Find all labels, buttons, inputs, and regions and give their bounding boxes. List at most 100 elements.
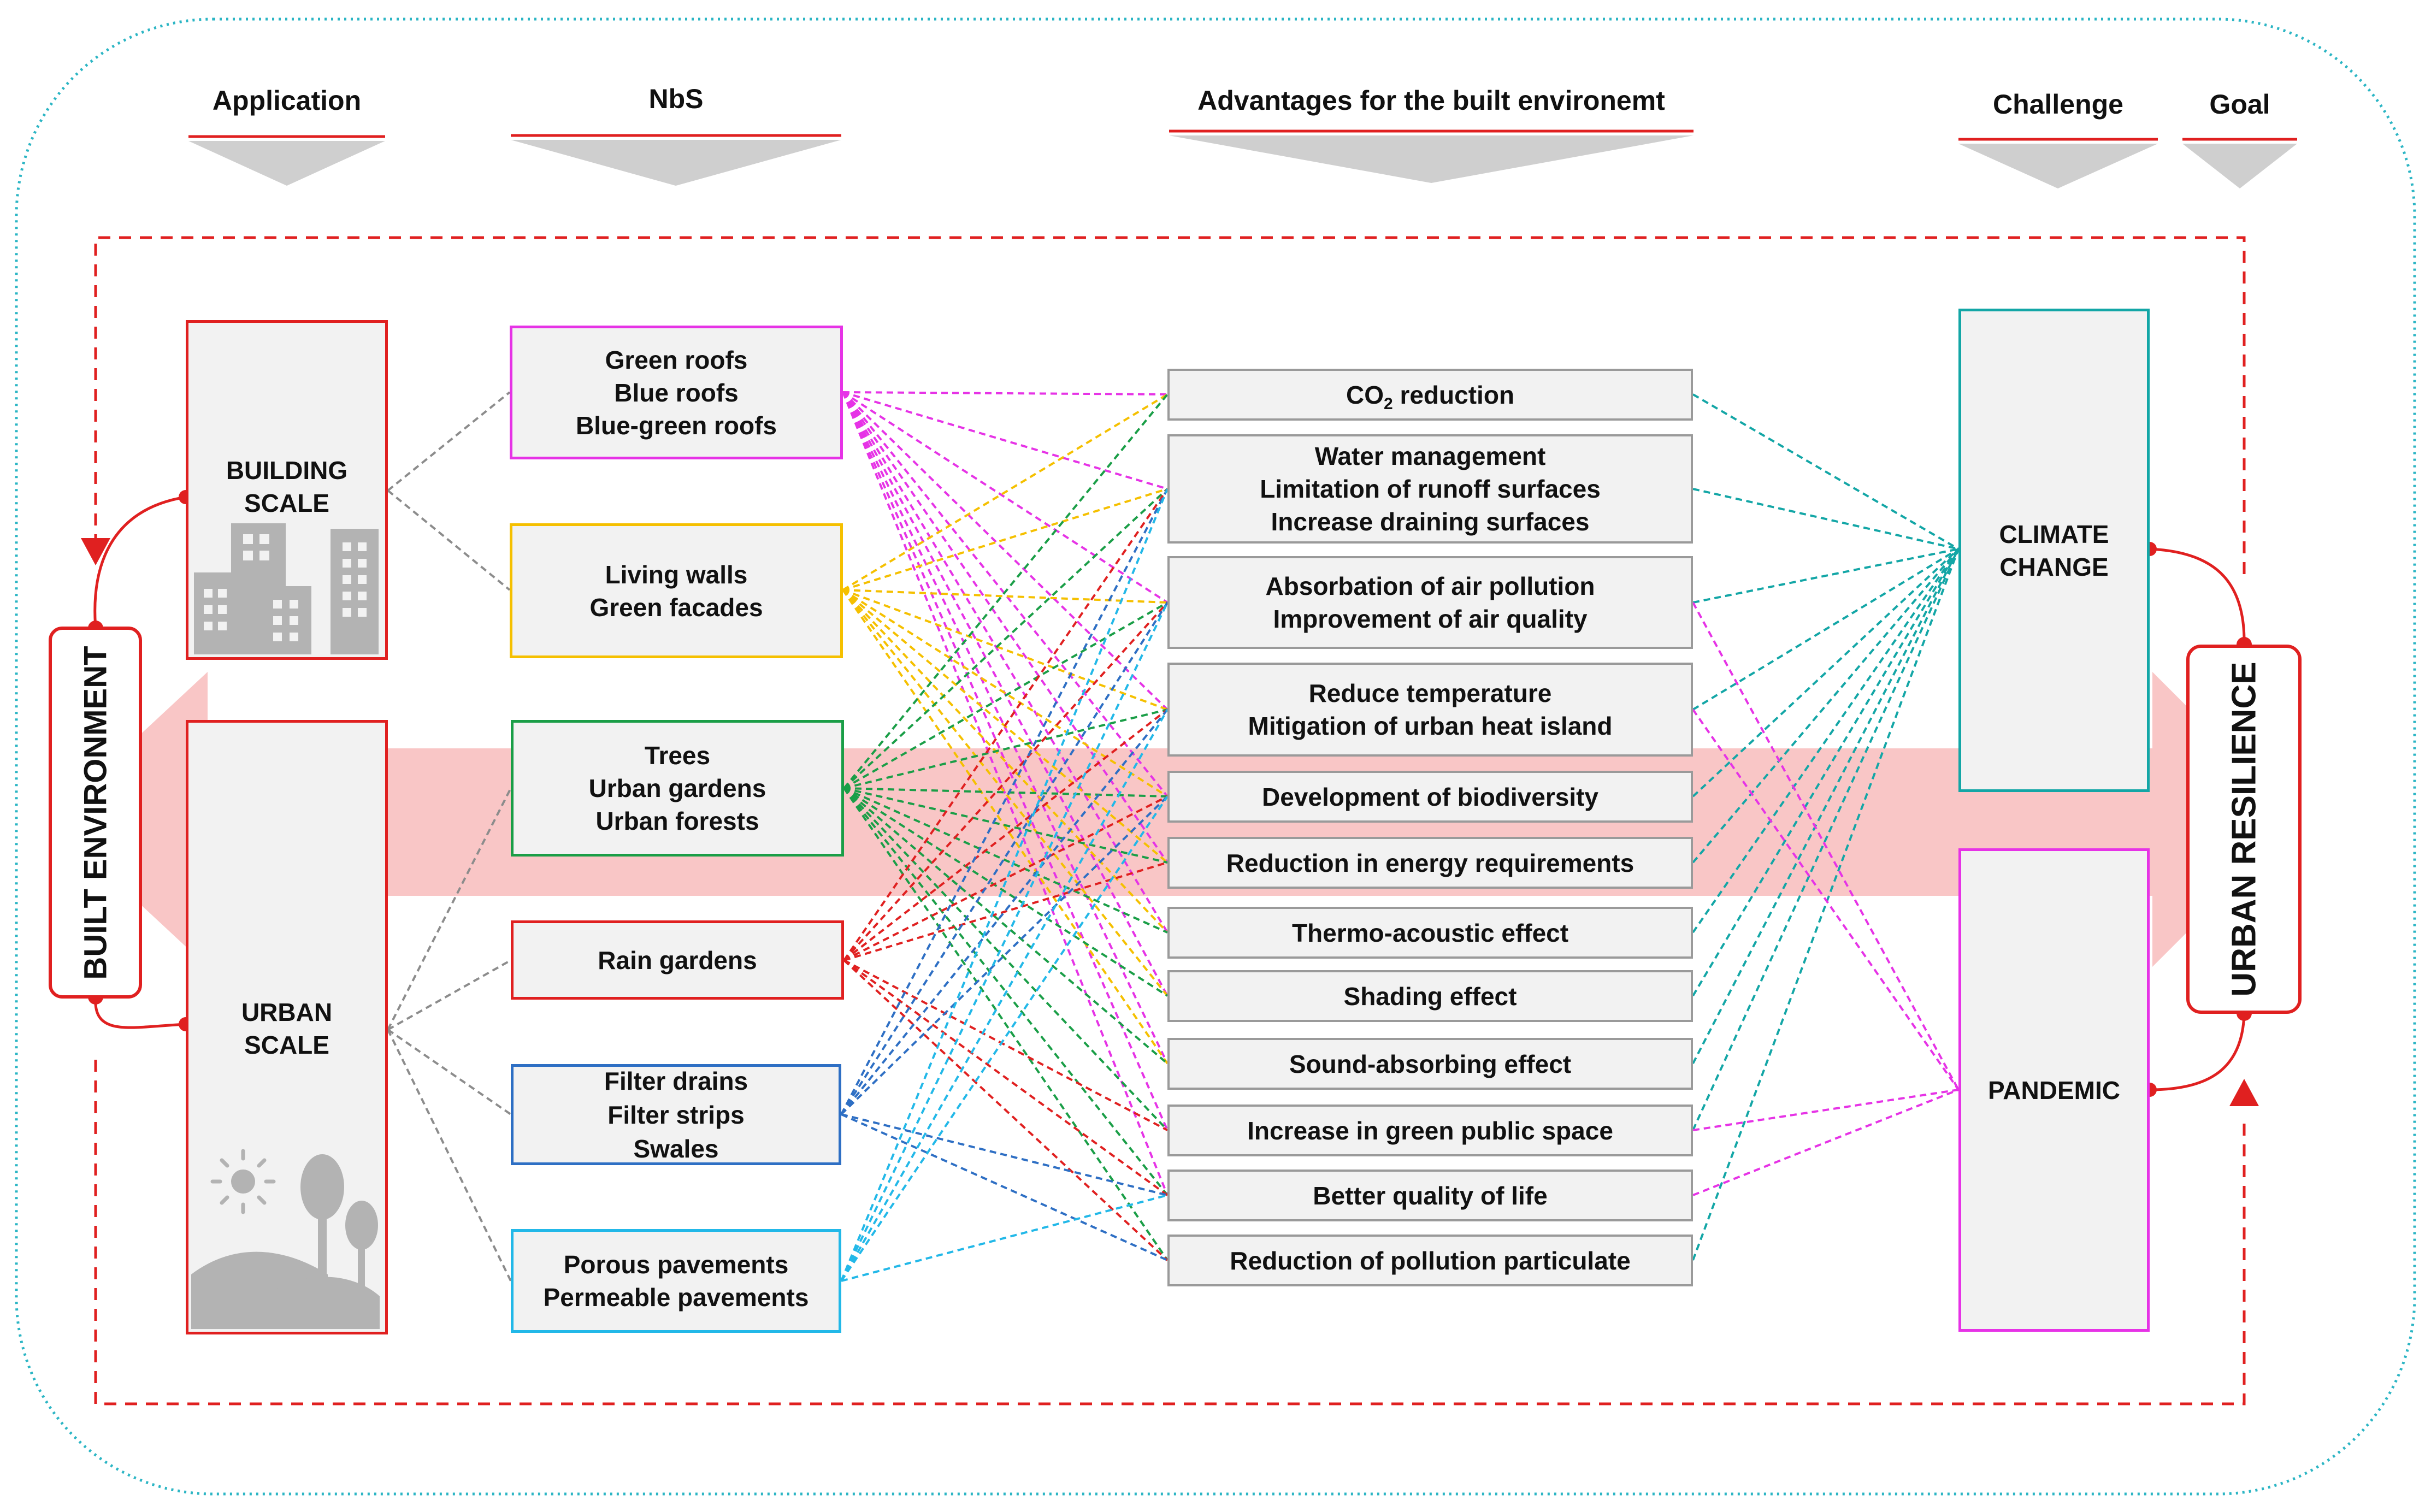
- nbs-advantage-link: [842, 589, 1169, 798]
- adv-label: Thermo-acoustic effect: [1291, 918, 1569, 947]
- adv-label: Mitigation of urban heat island: [1248, 712, 1613, 740]
- nbs-advantage-link: [843, 488, 1169, 789]
- nbs-advantage-link: [843, 708, 1169, 961]
- nbs-advantage-link: [843, 959, 1169, 1261]
- buildings-icon: [194, 523, 379, 654]
- nbs-advantage-link: [842, 391, 1168, 395]
- adv-co2-reduction: CO2 reduction: [1167, 369, 1693, 421]
- adv-label: Sound-absorbing effect: [1289, 1049, 1572, 1078]
- app-link: [387, 1029, 512, 1115]
- nbs-label: Permeable pavements: [543, 1283, 809, 1312]
- nbs-advantage-link: [842, 392, 1169, 996]
- building-scale-label-1: BUILDING: [226, 456, 348, 485]
- adv-label: Improvement of air quality: [1273, 605, 1588, 633]
- adv-co2-suffix: reduction: [1392, 380, 1515, 409]
- pandemic-label: PANDEMIC: [1988, 1076, 2120, 1105]
- adv-biodiversity: Development of biodiversity: [1167, 771, 1693, 823]
- building-scale-label-2: SCALE: [244, 489, 329, 517]
- adv-water-management: Water management Limitation of runoff su…: [1167, 434, 1693, 544]
- nbs-trees-box: Trees Urban gardens Urban forests: [511, 720, 844, 857]
- nbs-label: Filter drains: [604, 1066, 748, 1095]
- nbs-label: Living walls: [605, 560, 748, 589]
- urban-resilience-label: URBAN RESILIENCE: [2225, 662, 2263, 997]
- adv-pollution-particulate: Reduction of pollution particulate: [1167, 1235, 1693, 1286]
- nbs-label: Green facades: [589, 593, 763, 622]
- nbs-advantage-link: [843, 861, 1168, 961]
- nbs-filters-box: Filter drains Filter strips Swales: [511, 1064, 841, 1165]
- climate-label-2: CHANGE: [1999, 552, 2109, 581]
- nbs-advantage-link: [841, 1113, 1168, 1261]
- built-environment-box: [49, 627, 142, 999]
- nbs-advantage-link: [840, 601, 1169, 1115]
- adv-reduce-temperature: Reduce temperature Mitigation of urban h…: [1167, 663, 1693, 757]
- nbs-label: Porous pavements: [563, 1250, 789, 1279]
- nbs-advantage-link: [843, 787, 1169, 997]
- advantage-climate-link: [1692, 548, 1960, 1064]
- adv-energy: Reduction in energy requirements: [1167, 837, 1693, 889]
- nbs-advantage-link: [842, 392, 1169, 1064]
- challenge-climate-change: CLIMATE CHANGE: [1958, 309, 2150, 792]
- nbs-advantage-link: [843, 959, 1169, 1196]
- nbs-roofs-box: Green roofs Blue roofs Blue-green roofs: [510, 326, 843, 459]
- urban-scale-label-2: SCALE: [244, 1031, 329, 1059]
- nbs-advantage-link: [840, 488, 1169, 1281]
- nbs-label: Rain gardens: [598, 946, 757, 974]
- nbs-advantage-link: [843, 787, 1168, 934]
- nbs-advantage-link: [840, 602, 1169, 1281]
- nbs-label: Swales: [633, 1134, 719, 1163]
- nbs-advantage-link: [843, 488, 1169, 961]
- urban-scale-box: URBAN SCALE: [186, 720, 388, 1334]
- advantage-pandemic-link: [1692, 1089, 1959, 1131]
- red-curved-connectors: [93, 495, 2246, 1091]
- advantage-pandemic-link: [1692, 1089, 1959, 1196]
- nbs-advantage-link: [840, 709, 1169, 1281]
- nbs-walls-box: Living walls Green facades: [510, 523, 843, 658]
- adv-label: Increase draining surfaces: [1271, 507, 1590, 536]
- nbs-label: Blue roofs: [614, 378, 739, 407]
- nbs-advantage-link: [843, 601, 1168, 789]
- app-link: [387, 489, 511, 591]
- advantage-climate-link: [1692, 548, 1960, 864]
- landscape-icon: [191, 1149, 380, 1329]
- challenge-pandemic: PANDEMIC: [1958, 848, 2150, 1332]
- adv-thermo-acoustic: Thermo-acoustic effect: [1167, 907, 1693, 959]
- adv-air-pollution: Absorbation of air pollution Improvement…: [1167, 556, 1693, 649]
- nbs-advantage-link: [843, 393, 1169, 789]
- nbs-advantage-link: [843, 787, 1169, 1065]
- adv-co2-prefix: CO: [1346, 380, 1384, 409]
- nbs-advantage-link: [842, 589, 1168, 711]
- advantage-climate-link: [1692, 548, 1960, 934]
- advantage-climate-link: [1692, 488, 1959, 550]
- adv-label: CO2 reduction: [1346, 379, 1515, 413]
- nbs-label: Trees: [644, 741, 711, 770]
- nbs-advantage-link: [843, 795, 1168, 961]
- nbs-advantage-link: [842, 392, 1169, 1196]
- nbs-advantage-link: [842, 589, 1169, 1065]
- nbs-advantage-link: [842, 488, 1168, 591]
- nbs-advantage-link: [843, 708, 1168, 789]
- nbs-advantage-link: [842, 391, 1168, 490]
- adv-quality-of-life: Better quality of life: [1167, 1170, 1693, 1221]
- header-application: Application: [212, 85, 362, 116]
- adv-co2-sub: 2: [1383, 394, 1393, 413]
- advantage-climate-link: [1692, 548, 1960, 711]
- nbs-advantage-link: [842, 391, 1169, 864]
- adv-label: Reduction of pollution particulate: [1230, 1246, 1631, 1275]
- advantage-pandemic-link: [1692, 602, 1960, 1090]
- advantage-climate-link: [1692, 548, 1960, 1131]
- adv-green-public-space: Increase in green public space: [1167, 1105, 1693, 1156]
- nbs-advantage-link: [843, 787, 1169, 1131]
- adv-label: Increase in green public space: [1247, 1116, 1613, 1145]
- advantage-climate-link: [1692, 393, 1960, 550]
- adv-label: Better quality of life: [1313, 1181, 1548, 1210]
- advantage-climate-link: [1692, 548, 1960, 798]
- advantage-pandemic-link: [1692, 708, 1960, 1091]
- nbs-advantage-link: [842, 391, 1169, 934]
- nbs-advantage-link: [842, 589, 1169, 934]
- app-link: [387, 788, 512, 1030]
- red-arrowhead-down: [81, 538, 110, 565]
- adv-label: Shading effect: [1343, 982, 1517, 1011]
- red-arrowhead-up: [2229, 1079, 2259, 1106]
- advantage-climate-link: [1692, 548, 1959, 604]
